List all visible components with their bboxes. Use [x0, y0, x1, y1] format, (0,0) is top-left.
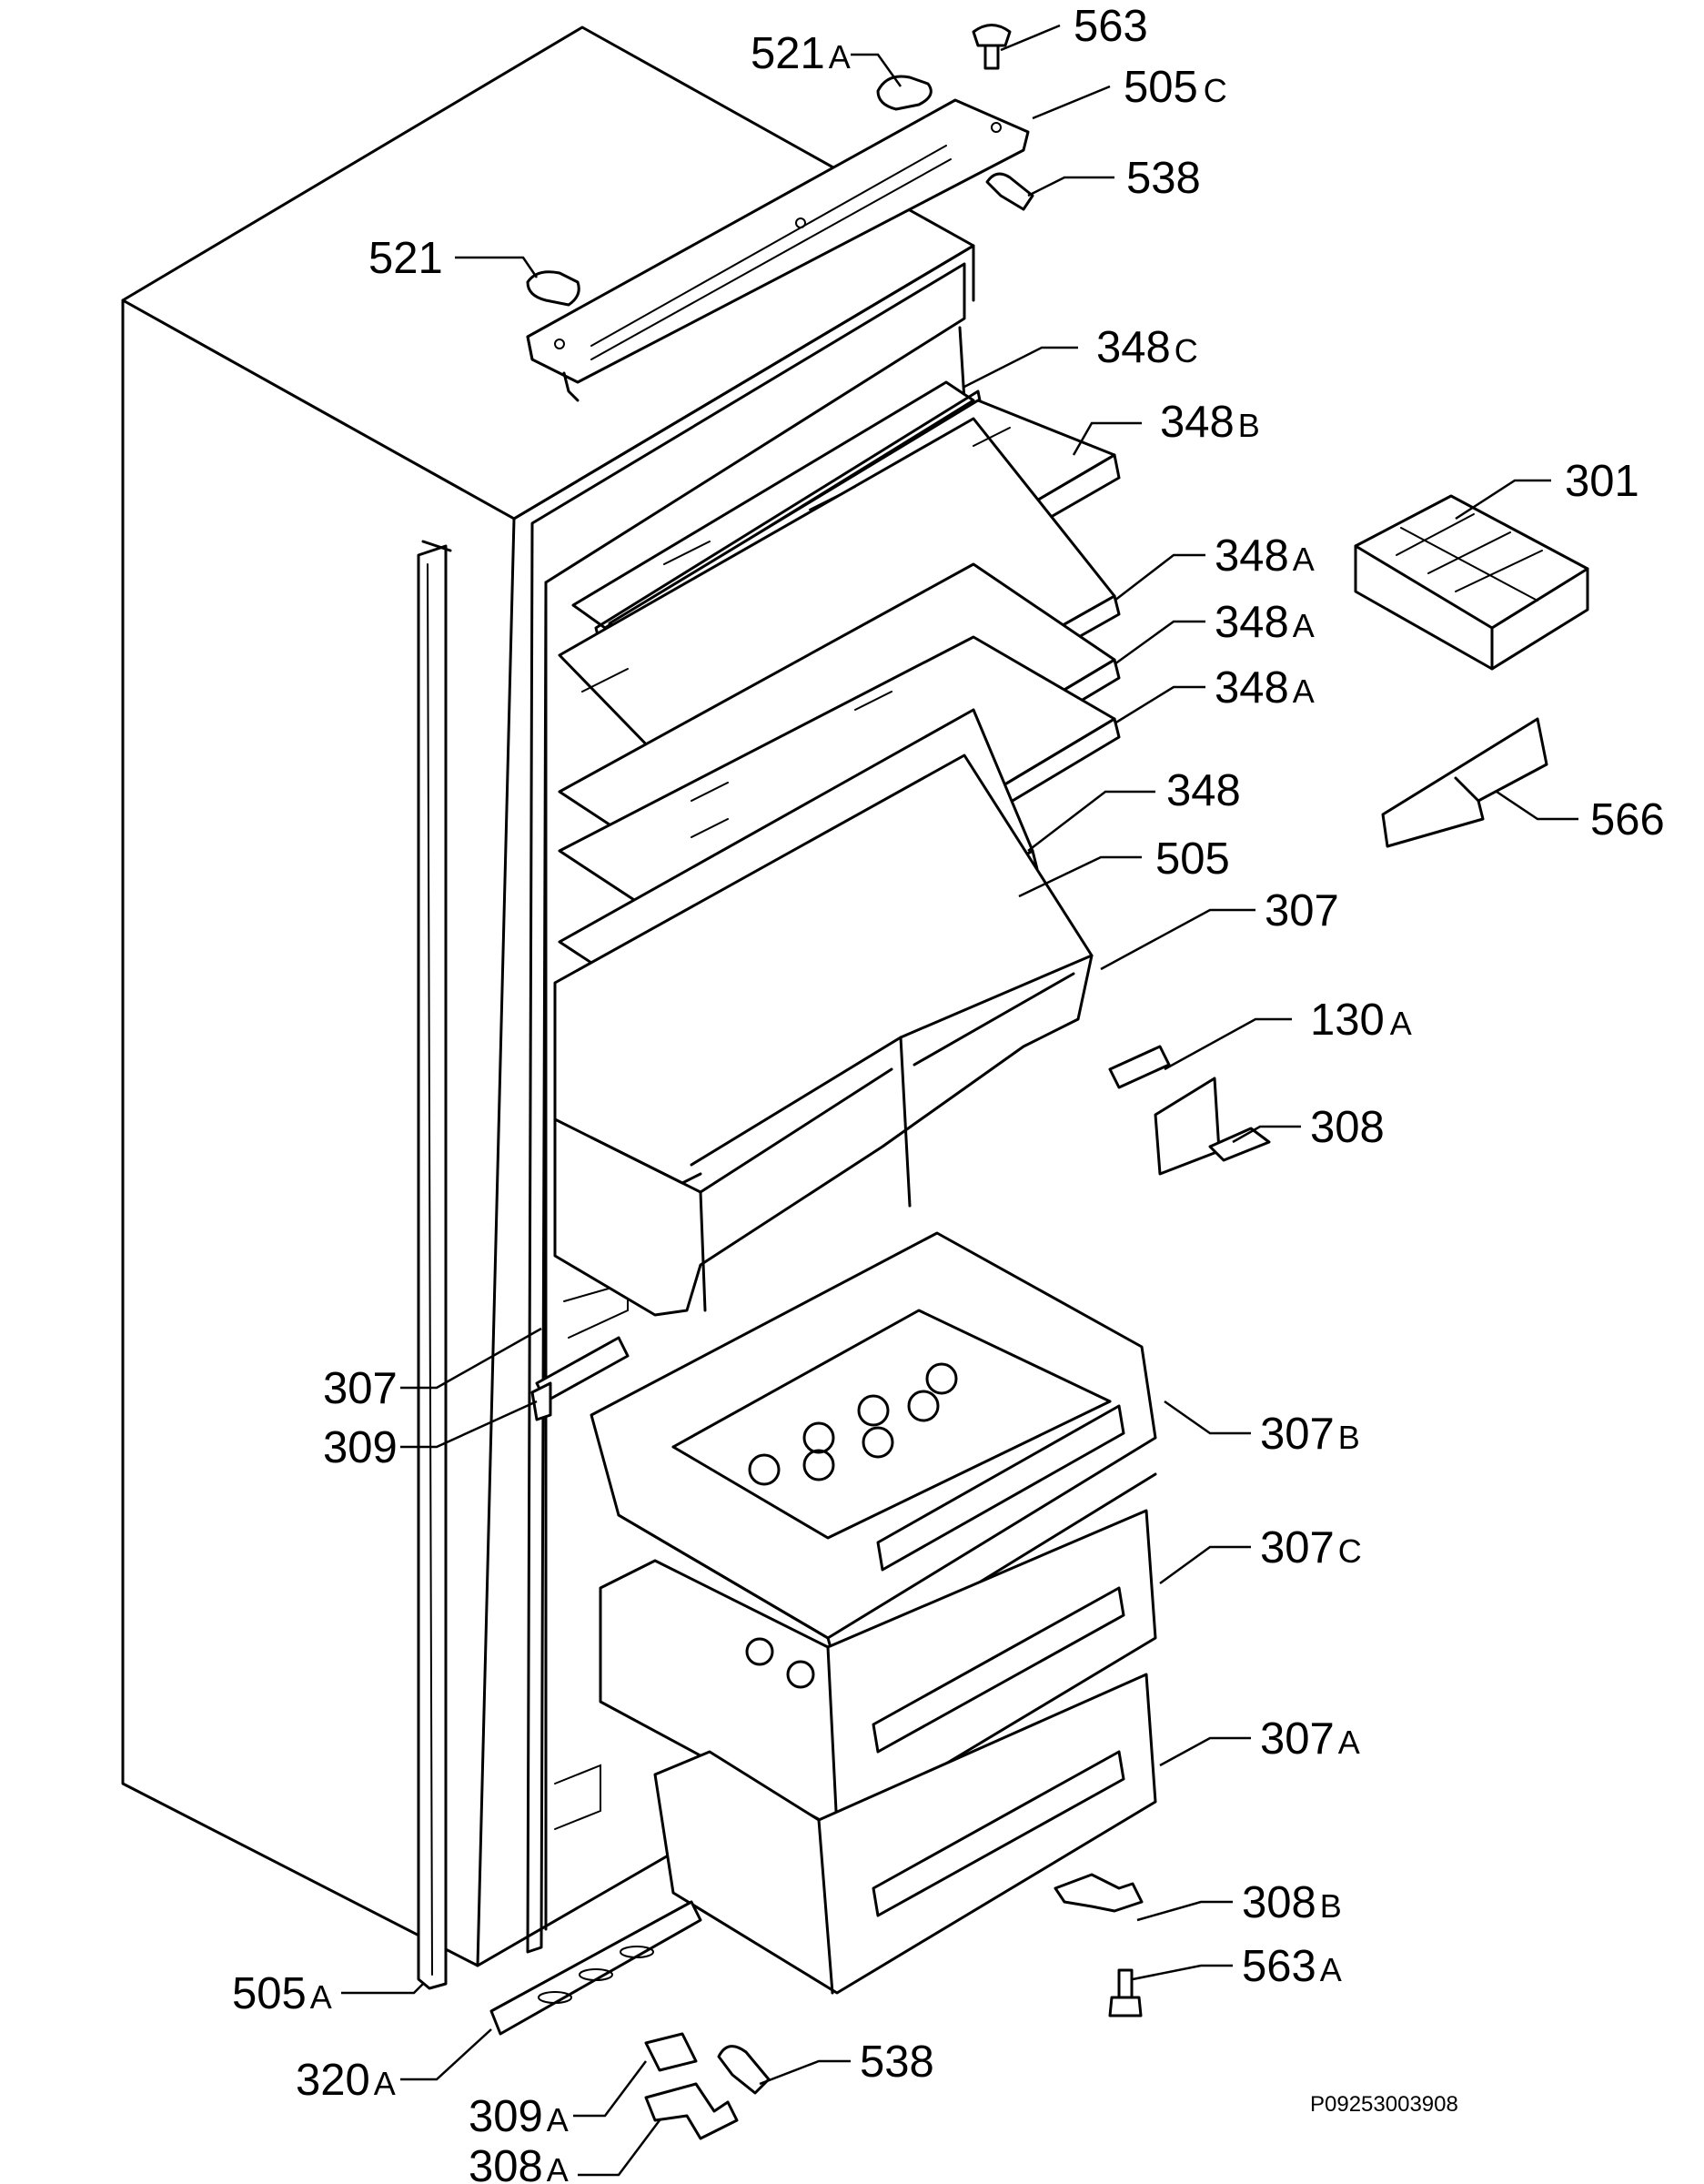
label-348: 348	[1166, 766, 1241, 815]
freezer-drawer-307b	[590, 1231, 1157, 1672]
ice-tray-301	[1354, 494, 1589, 671]
label-308: 308	[1310, 1103, 1385, 1152]
hinge-cap-521a	[876, 75, 933, 111]
freezer-drawer-307a	[653, 1673, 1157, 1995]
hinge-538-bottom	[717, 2045, 771, 2095]
label-307-left: 307	[323, 1364, 398, 1413]
bottom-rail-320a	[489, 1900, 702, 2036]
label-563: 563	[1074, 2, 1148, 51]
hinge-308a	[644, 2082, 739, 2140]
hinge-538	[985, 172, 1034, 211]
label-301: 301	[1565, 457, 1639, 506]
crisper-bins-307	[553, 753, 1094, 1317]
label-538-top: 538	[1126, 154, 1201, 203]
label-307: 307	[1265, 886, 1339, 935]
drawing-code: P09253003908	[1310, 2092, 1458, 2117]
clip-130a	[1108, 1045, 1171, 1089]
pin-563a	[1108, 1968, 1143, 2017]
top-rail-505c	[526, 98, 1030, 402]
leader-lines	[341, 24, 1578, 2177]
hinge-308b	[1054, 1873, 1144, 1913]
label-538-bottom: 538	[860, 2037, 934, 2087]
label-505: 505	[1155, 834, 1230, 884]
door-gasket-505a	[417, 540, 452, 1990]
scraper-566	[1381, 717, 1548, 848]
cap-309a	[644, 2032, 698, 2072]
freezer-drawer-307c	[599, 1509, 1157, 1831]
hinge-cap-521	[526, 270, 580, 307]
hinge-308	[1154, 1077, 1271, 1176]
label-309: 309	[323, 1423, 398, 1472]
rail-clip-307-309	[530, 1336, 630, 1421]
pin-563	[972, 24, 1012, 70]
label-521: 521	[368, 234, 443, 283]
label-566: 566	[1590, 795, 1665, 844]
